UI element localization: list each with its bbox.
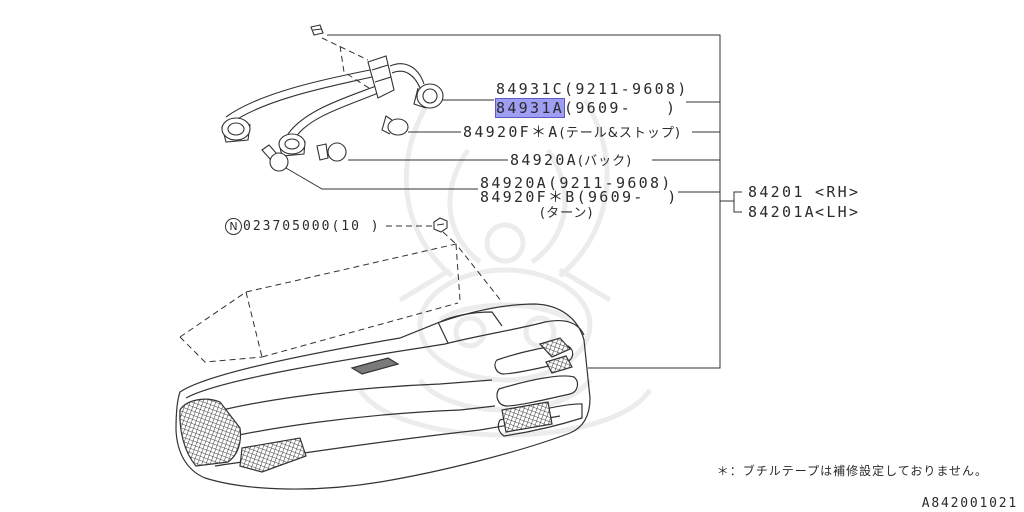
production-range: (9211-9608) [564, 80, 689, 98]
production-range: (9609- ) [576, 188, 679, 206]
callout-turn-caption: (ターン) [540, 204, 594, 222]
production-range: (9211-9608) [548, 174, 673, 192]
harness-connector [367, 55, 395, 99]
part-description: (ターン) [540, 206, 594, 221]
indicator-slot [496, 375, 579, 407]
footnote: ＊：ブチルテープは補修設定しておりません。 [716, 464, 988, 478]
part-number-link[interactable]: 84201A [748, 203, 816, 221]
reflector-mesh [501, 401, 553, 433]
side-label: <RH> [815, 183, 861, 201]
mounting-tab [350, 357, 400, 375]
leader-turn-part [285, 167, 478, 190]
leader-lines [285, 34, 742, 369]
part-number-link[interactable]: 84920F＊A [463, 123, 560, 141]
reflector-mesh [538, 337, 572, 358]
socket-middle [278, 133, 306, 157]
socket-left [221, 117, 251, 143]
figure-code: A842001021 [921, 496, 1018, 511]
callout-turn-bulb-late: 84920F＊B(9609- ) [480, 189, 679, 205]
callout-socket-late: 84931A(9609- ) [495, 98, 678, 118]
quantity-note: (10 ) [331, 219, 381, 234]
watermark-logo [357, 98, 653, 438]
tail-lamp-housing [175, 303, 591, 490]
callout-socket-early: 84931C(9211-9608) [496, 81, 689, 97]
bulb-harness [221, 24, 448, 233]
side-label: <LH> [815, 203, 861, 221]
part-number-link[interactable]: 84201 [748, 183, 805, 201]
callout-nut: 023705000(10 ) [243, 219, 381, 235]
part-description: (テール&ストップ) [559, 126, 681, 141]
callout-tail-stop-bulb: 84920F＊A(テール&ストップ) [463, 124, 681, 142]
callout-turn-bulb-early: 84920A(9211-9608) [480, 175, 673, 191]
reflector-mesh [545, 355, 573, 374]
part-number-link[interactable]: 84920A [510, 151, 578, 169]
rh-lh-bracket [733, 191, 742, 213]
part-number-link-highlighted[interactable]: 84931A [495, 98, 565, 118]
callout-back-bulb: 84920A(バック) [510, 152, 632, 170]
wire-harness [225, 63, 425, 138]
nut-symbol-badge: N [225, 218, 242, 235]
part-number-link[interactable]: 84931C [496, 80, 564, 98]
socket-right [413, 83, 444, 109]
part-number-link[interactable]: 023705000 [243, 219, 332, 234]
assembly-lh: 84201A<LH> [748, 204, 860, 220]
nut-icon [433, 217, 448, 233]
back-bulb [316, 142, 347, 162]
screw-icon [310, 24, 324, 36]
lamp-cover-cap [437, 311, 503, 344]
reflector-mesh [179, 398, 242, 467]
part-number-link[interactable]: 84920F＊B [480, 188, 577, 206]
guide-lines-dashed [179, 37, 503, 363]
reflector-mesh [239, 437, 307, 473]
production-range: (9609- ) [564, 99, 678, 117]
tail-stop-bulb [381, 115, 409, 136]
part-description: (バック) [578, 154, 633, 169]
part-number-link[interactable]: 84920A [480, 174, 548, 192]
lamp-outline [175, 303, 591, 490]
turn-bulb [261, 144, 289, 172]
lamp-top-edge [185, 319, 585, 399]
assembly-rh: 84201 <RH> [748, 184, 860, 200]
